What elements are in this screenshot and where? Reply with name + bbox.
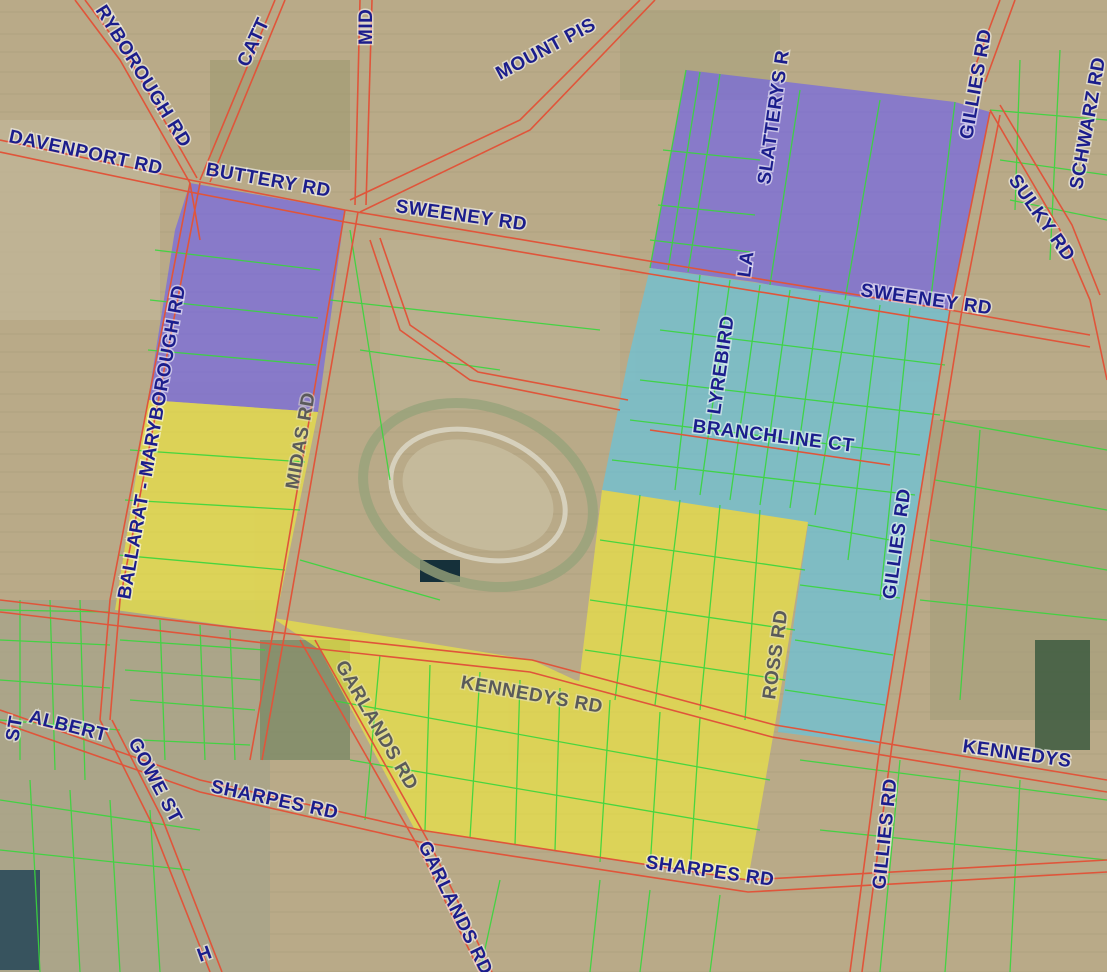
zone-yellow-west <box>115 400 318 632</box>
zone-cyan-east <box>602 268 950 745</box>
label-la: LA <box>734 250 758 279</box>
parcel-boundaries <box>0 49 1107 972</box>
label-mid: MID <box>356 9 377 45</box>
zone-yellow-south <box>273 618 775 880</box>
zone-yellow-center <box>577 490 808 725</box>
label-st: ST <box>2 714 27 743</box>
